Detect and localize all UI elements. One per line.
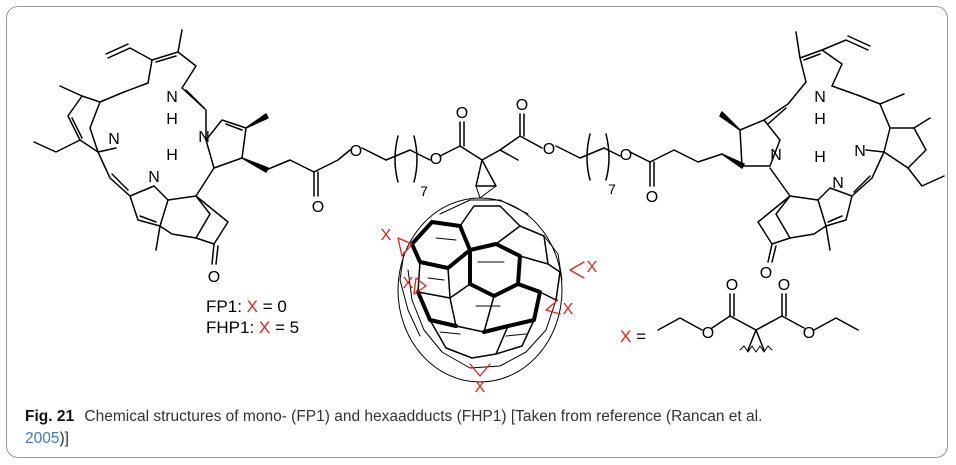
- figure-frame: [6, 6, 948, 458]
- central-malonate: [475, 113, 543, 187]
- compound-fhp1: FHP1: X = 5: [206, 318, 299, 337]
- o-atom: O: [620, 147, 632, 164]
- adduct-x-label: X: [475, 379, 486, 396]
- diethyl-malonate-structure: [657, 293, 859, 353]
- compound-fp1: FP1: X = 0: [206, 297, 287, 316]
- figure-label: Fig. 21: [25, 408, 75, 425]
- adduct-x-label: X: [587, 259, 598, 276]
- o-atom: O: [646, 189, 658, 206]
- n-atom: N: [166, 89, 178, 106]
- fullerene-cage: [397, 185, 563, 383]
- n-atom: N: [814, 89, 826, 106]
- o-atom: O: [702, 325, 714, 342]
- o-atom: O: [456, 105, 468, 122]
- o-atom: O: [726, 277, 738, 294]
- adduct-x-label: X: [381, 227, 392, 244]
- o-atom: O: [312, 199, 324, 216]
- n-atom: N: [854, 143, 866, 160]
- h-atom: H: [814, 111, 826, 128]
- o-atom: O: [543, 141, 555, 158]
- n-atom: N: [198, 129, 210, 146]
- o-atom: O: [778, 277, 790, 294]
- o-atom: O: [430, 151, 442, 168]
- h-atom: H: [166, 111, 178, 128]
- o-atom: O: [516, 97, 528, 114]
- o-atom: O: [760, 265, 772, 282]
- chain-repeat-count: 7: [608, 181, 616, 197]
- adduct-bridges: [397, 237, 585, 377]
- compound-legend: FP1: X = 0 FHP1: X = 5: [206, 297, 299, 337]
- reference-year-link[interactable]: 2005: [25, 430, 60, 447]
- n-atom: N: [770, 147, 782, 164]
- n-atom: N: [148, 169, 160, 186]
- adduct-labels: X X X X X: [381, 227, 598, 396]
- chain-repeat-count: 7: [420, 183, 428, 199]
- h-atom: H: [166, 147, 178, 164]
- n-atom: N: [832, 175, 844, 192]
- adduct-x-label: X: [563, 301, 574, 318]
- chemical-structure-figure: N H N N H N O O O 7 O O O O 7 O O N H N …: [33, 29, 945, 396]
- left-porphyrin: [33, 29, 483, 265]
- right-chain: [555, 133, 745, 187]
- right-porphyrin: [719, 31, 945, 263]
- caption-text: Chemical structures of mono- (FP1) and h…: [84, 408, 763, 425]
- n-atom: N: [108, 131, 120, 148]
- x-definition-label: X =: [620, 327, 646, 346]
- atom-labels: N H N N H N O O O 7 O O O O 7 O O N H N …: [108, 89, 866, 342]
- caption-end: )]: [59, 430, 69, 447]
- figure-caption: Fig. 21 Chemical structures of mono- (FP…: [25, 406, 930, 450]
- o-atom: O: [803, 325, 815, 342]
- adduct-x-label: X: [403, 275, 414, 292]
- h-atom: H: [814, 149, 826, 166]
- o-atom: O: [208, 269, 220, 286]
- o-atom: O: [350, 143, 362, 160]
